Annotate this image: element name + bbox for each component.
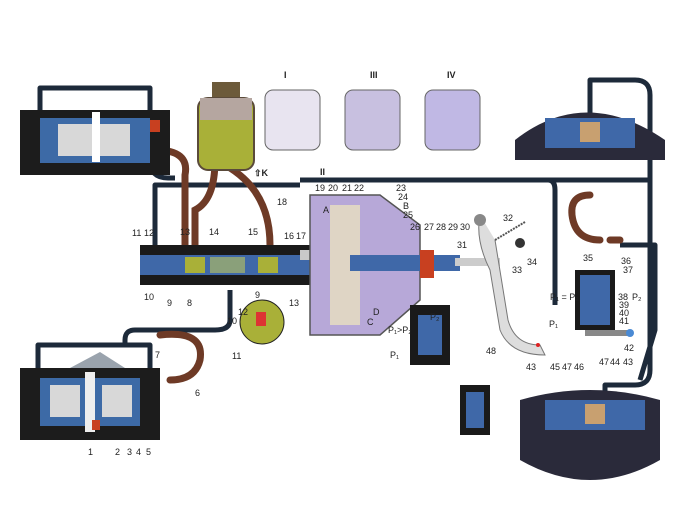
label-12: 12 xyxy=(144,228,154,238)
p1-right-label: P₁ xyxy=(549,319,558,329)
label-21: 21 xyxy=(342,183,352,193)
label-6: 6 xyxy=(195,388,200,398)
label-47-right: 47 xyxy=(599,357,609,367)
label-22: 22 xyxy=(354,183,364,193)
label-35: 35 xyxy=(583,253,593,263)
label-15: 15 xyxy=(248,227,258,237)
p1-eq-p2-label: P₁ = P₂ xyxy=(550,292,579,302)
p1-label: P₁ xyxy=(390,350,399,360)
label-27: 27 xyxy=(424,222,434,232)
label-18: 18 xyxy=(277,197,287,207)
rear-brake-bottom xyxy=(520,390,660,480)
label-47-left: 47 xyxy=(562,362,572,372)
label-a: A xyxy=(323,205,329,215)
label-31: 31 xyxy=(457,240,467,250)
label-28: 28 xyxy=(436,222,446,232)
label-43-left: 43 xyxy=(526,362,536,372)
label-11: 11 xyxy=(132,228,141,238)
label-7: 7 xyxy=(155,350,160,360)
p2-label: P₂ xyxy=(430,312,440,322)
label-36: 36 xyxy=(621,256,631,266)
label-46: 46 xyxy=(574,362,584,372)
label-4: 4 xyxy=(136,447,141,457)
label-34: 34 xyxy=(527,257,537,267)
mode-label-4: IV xyxy=(447,70,456,80)
label-44: 44 xyxy=(610,357,620,367)
k-port-label: ⇧K xyxy=(254,168,269,178)
booster-labels: 19 20 21 22 23 24 B 25 26 27 28 29 30 31… xyxy=(315,183,470,327)
inset-labels: 9 10 11 12 13 xyxy=(227,290,299,361)
label-9: 9 xyxy=(167,298,172,308)
label-16: 16 xyxy=(284,231,294,241)
label-38: 38 xyxy=(618,292,628,302)
rear-brake-top xyxy=(515,112,665,160)
label-c: C xyxy=(367,317,374,327)
label-10: 10 xyxy=(144,292,154,302)
label-3: 3 xyxy=(127,447,132,457)
rear-brake-labels: 43 45 47 46 47 44 43 xyxy=(526,357,633,372)
label-8: 8 xyxy=(187,298,192,308)
label-d: D xyxy=(373,307,380,317)
label-24: 24 xyxy=(398,192,408,202)
label-32: 32 xyxy=(503,213,513,223)
label-42: 42 xyxy=(624,343,634,353)
vacuum-booster xyxy=(309,194,500,336)
label-25: 25 xyxy=(403,210,413,220)
label-40: 40 xyxy=(619,308,629,318)
mode-label-3: III xyxy=(370,70,378,80)
pedal-labels: 32 33 34 48 xyxy=(486,213,537,356)
pressure-regulator-right xyxy=(575,270,634,337)
label-1: 1 xyxy=(88,447,93,457)
regulator-labels: 35 36 37 38 39 40 41 42 xyxy=(583,253,634,353)
label-41: 41 xyxy=(619,316,629,326)
label-14: 14 xyxy=(209,227,219,237)
label-43-right: 43 xyxy=(623,357,633,367)
label-20: 20 xyxy=(328,183,338,193)
front-caliper-labels: 1 2 3 4 5 6 7 xyxy=(88,350,200,457)
pressure-labels: P₁>P₂ P₁ P₂ P₁ = P₂ P₁ P₂ xyxy=(388,292,642,360)
inset-label-11: 11 xyxy=(232,351,241,361)
label-30: 30 xyxy=(460,222,470,232)
label-39: 39 xyxy=(619,300,629,310)
fluid-reservoir xyxy=(197,82,255,171)
label-13: 13 xyxy=(180,227,190,237)
label-17: 17 xyxy=(296,231,306,241)
brake-pedal xyxy=(474,214,546,356)
label-19: 19 xyxy=(315,183,325,193)
front-caliper-bottom xyxy=(20,352,160,440)
label-45: 45 xyxy=(550,362,560,372)
inset-label-13: 13 xyxy=(289,298,299,308)
p2-right-label: P₂ xyxy=(632,292,642,302)
pressure-regulator-center xyxy=(410,305,490,435)
mode-labels: I III IV II ⇧K xyxy=(254,70,456,178)
label-2: 2 xyxy=(115,447,120,457)
label-5: 5 xyxy=(146,447,151,457)
label-b: B xyxy=(403,201,409,211)
inset-label-9: 9 xyxy=(255,290,260,300)
master-cylinder xyxy=(140,245,380,345)
mode-label-2: II xyxy=(320,167,325,177)
booster-mode-figures xyxy=(264,89,481,151)
label-37: 37 xyxy=(623,265,633,275)
front-caliper-top xyxy=(20,110,170,175)
label-33: 33 xyxy=(512,265,522,275)
mode-label-1: I xyxy=(284,70,287,80)
inset-label-12: 12 xyxy=(238,307,248,317)
label-29: 29 xyxy=(448,222,458,232)
label-48: 48 xyxy=(486,346,496,356)
label-26: 26 xyxy=(410,222,420,232)
label-23: 23 xyxy=(396,183,406,193)
inset-label-10: 10 xyxy=(227,316,237,326)
p1-gt-p2-label: P₁>P₂ xyxy=(388,325,412,335)
master-cylinder-labels: 8 9 10 11 12 13 14 15 16 17 18 xyxy=(132,197,306,308)
